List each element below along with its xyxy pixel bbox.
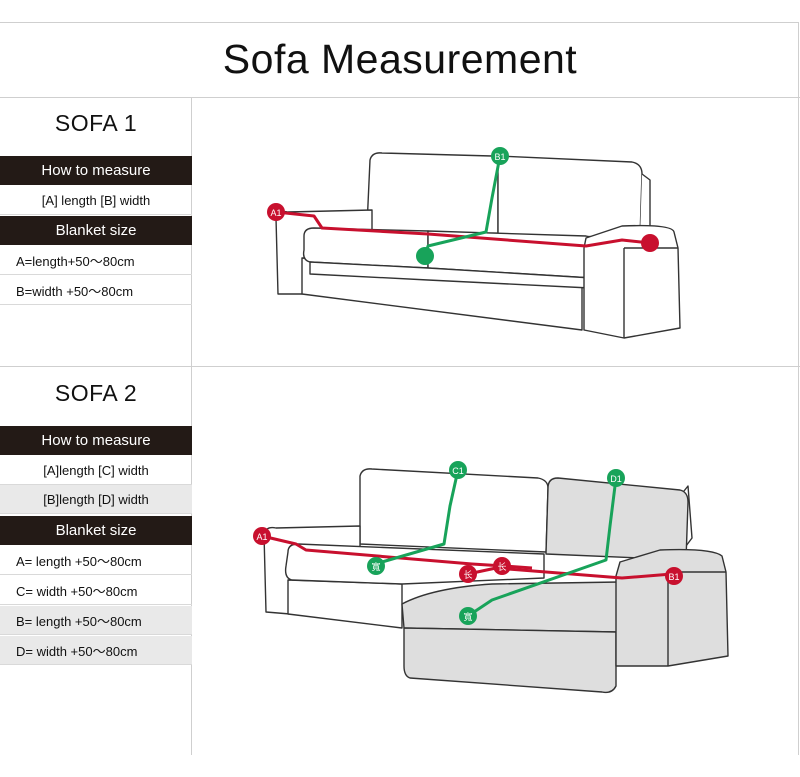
sofa1-marker-a1-icon	[267, 203, 285, 221]
sofa2-diagram: A1 B1 C1 D1 寬 寬 长 长	[253, 461, 729, 694]
sofa2-row-d: D= width +50～80cm	[0, 636, 192, 665]
sofa1-row-a: A=length+50～80cm	[0, 246, 192, 275]
page-frame	[0, 22, 799, 755]
sofa2-marker-d1-label: D1	[610, 474, 622, 484]
sofa1-marker-b1-label: B1	[494, 152, 505, 162]
sofa1-title: SOFA 1	[54, 110, 138, 136]
sofa2-title: SOFA 2	[54, 380, 138, 406]
sofa1-row-b: B=width +50～80cm	[0, 276, 192, 305]
section-divider	[0, 366, 800, 367]
sofa2-marker-c1-label: C1	[452, 466, 464, 476]
right-arm	[615, 548, 729, 667]
sofa1-marker-a1-label: A1	[270, 208, 281, 218]
sofa2-row-b: B= length +50～80cm	[0, 606, 192, 635]
sofa2-row-c: C= width +50～80cm	[0, 576, 192, 605]
sofa2-width-d-line	[467, 477, 618, 618]
sofa1-length-line	[275, 210, 651, 248]
chaise-front	[403, 627, 617, 694]
back-cushion-left	[366, 152, 499, 237]
sofa2-marker-long-a-icon	[493, 557, 511, 575]
sofa2-marker-b1-icon	[665, 567, 683, 585]
sofa2-marker-wide-d-icon	[459, 607, 477, 625]
right-arm	[583, 224, 681, 339]
sofa1-measure-text: [A] length [B] width	[0, 186, 192, 215]
sofa1-diagram: A1 B1	[267, 147, 681, 339]
sofa1-blanket-size: Blanket size	[0, 216, 192, 245]
sofa2-marker-wide-d-label: 寬	[463, 611, 472, 622]
sofa2-marker-wide-c-label: 寬	[371, 561, 380, 572]
back-cushion-right	[497, 155, 643, 239]
sofa1-marker-b1-icon	[491, 147, 509, 165]
sofa2-how-to-measure: How to measure	[0, 426, 192, 455]
sofa2-marker-a1-icon	[253, 527, 271, 545]
sofa2-marker-long-b-icon	[459, 565, 477, 583]
sofa2-marker-long-a-label: 长	[497, 561, 506, 572]
sofa1-how-to-measure: How to measure	[0, 156, 192, 185]
sofa2-row-a: A= length +50～80cm	[0, 546, 192, 575]
sofa2-marker-long-b-label: 长	[463, 569, 472, 580]
sofa2-blanket-size: Blanket size	[0, 516, 192, 545]
sofa2-marker-b1-label: B1	[668, 572, 679, 582]
page-title: Sofa Measurement	[222, 36, 578, 82]
sofa1-marker-end-icon	[641, 234, 659, 252]
left-base	[287, 579, 403, 629]
sofa2-marker-wide-c-icon	[367, 557, 385, 575]
sofa2-measure-row-bd: [B]length [D] width	[0, 485, 192, 514]
sofa2-measure-row-ac: [A]length [C] width	[0, 456, 192, 485]
sofa2-left-column	[0, 366, 192, 755]
sofa1-marker-width-end-icon	[416, 247, 434, 265]
back-cushion-right	[545, 477, 689, 561]
sofa2-marker-c1-icon	[449, 461, 467, 479]
sofa2-marker-a1-label: A1	[256, 532, 267, 542]
sofa2-marker-d1-icon	[607, 469, 625, 487]
title-bar: Sofa Measurement	[0, 22, 800, 98]
